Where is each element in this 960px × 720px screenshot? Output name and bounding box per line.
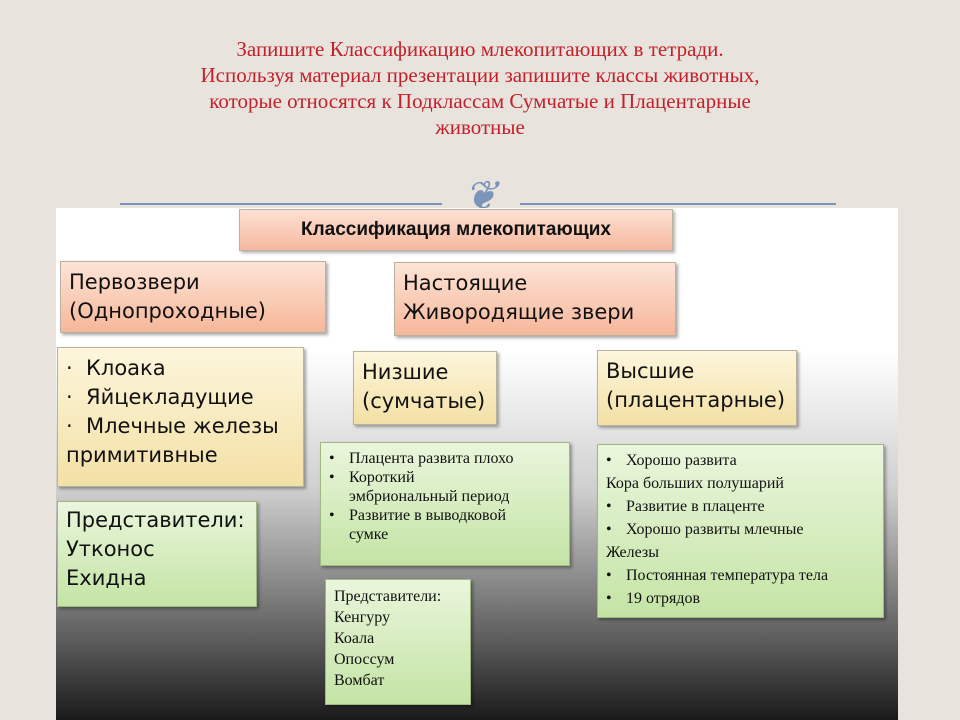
feature-item: •Постоянная температура тела [606,567,829,584]
header-line: животные [435,115,525,139]
pervozveri-box: Первозвери (Однопроходные) [60,261,326,333]
divider-left [120,203,442,205]
header-line: Запишите Классификацию млекопитающих в т… [236,37,724,61]
nastoyashchie-name: Настоящие [403,271,528,295]
vysshie-features-box: •Хорошо развита Кора больших полушарий •… [597,444,884,618]
feature-item: ·Яйцекладущие [66,385,254,409]
pervozveri-subtitle: (Однопроходные) [69,299,266,323]
representatives-heading: Представители: [66,508,245,532]
diagram-title: Классификация млекопитающих [239,209,673,251]
pervozveri-representatives-box: Представители: Утконос Ехидна [57,501,257,607]
feature-item: •19 отрядов [606,590,701,607]
vysshie-name: Высшие [606,359,695,383]
feature-item: •Плацента развита плохо [329,450,514,467]
vysshie-box: Высшие (плацентарные) [597,350,797,426]
feature-item-continued: Железы [606,544,659,561]
vysshie-subtitle: (плацентарные) [606,388,786,412]
feature-item: ·Млечные железы [66,414,279,438]
representative-item: Ехидна [66,566,147,590]
representative-item: Коала [334,630,375,647]
feature-item-continued: Кора больших полушарий [606,475,784,492]
nizshie-box: Низшие (сумчатые) [353,351,497,425]
representative-item: Кенгуру [334,609,391,626]
nizshie-features-box: •Плацента развита плохо •Короткий эмбрио… [320,442,570,566]
feature-item: •Развитие в плаценте [606,498,765,515]
feature-item: •Хорошо развиты млечные [606,521,804,538]
representative-item: Вомбат [334,672,385,689]
feature-item: •Хорошо развита [606,452,737,469]
nizshie-subtitle: (сумчатые) [362,389,486,413]
header-line: которые относятся к Подклассам Сумчатые … [209,89,751,113]
representative-item: Утконос [66,537,155,561]
feature-item-tail: примитивные [66,443,218,467]
nizshie-representatives-box: Представители: Кенгуру Коала Опоссум Вом… [325,579,471,705]
nastoyashchie-subtitle: Живородящие звери [403,300,635,324]
instruction-header: Запишите Классификацию млекопитающих в т… [60,36,900,140]
feature-item-continued: сумке [349,526,389,543]
representative-item: Опоссум [334,651,395,668]
nastoyashchie-box: Настоящие Живородящие звери [394,262,676,336]
feature-item-continued: эмбриональный период [349,488,510,505]
pervozveri-features-box: ·Клоака ·Яйцекладущие ·Млечные железы пр… [57,347,304,487]
divider-right [520,203,836,205]
feature-item: •Развитие в выводковой [329,507,507,524]
nizshie-name: Низшие [362,360,449,384]
pervozveri-name: Первозвери [69,270,200,294]
feature-item: ·Клоака [66,356,166,380]
header-line: Используя материал презентации запишите … [200,63,760,87]
feature-item: •Короткий [329,469,415,486]
representatives-heading: Представители: [334,588,442,605]
